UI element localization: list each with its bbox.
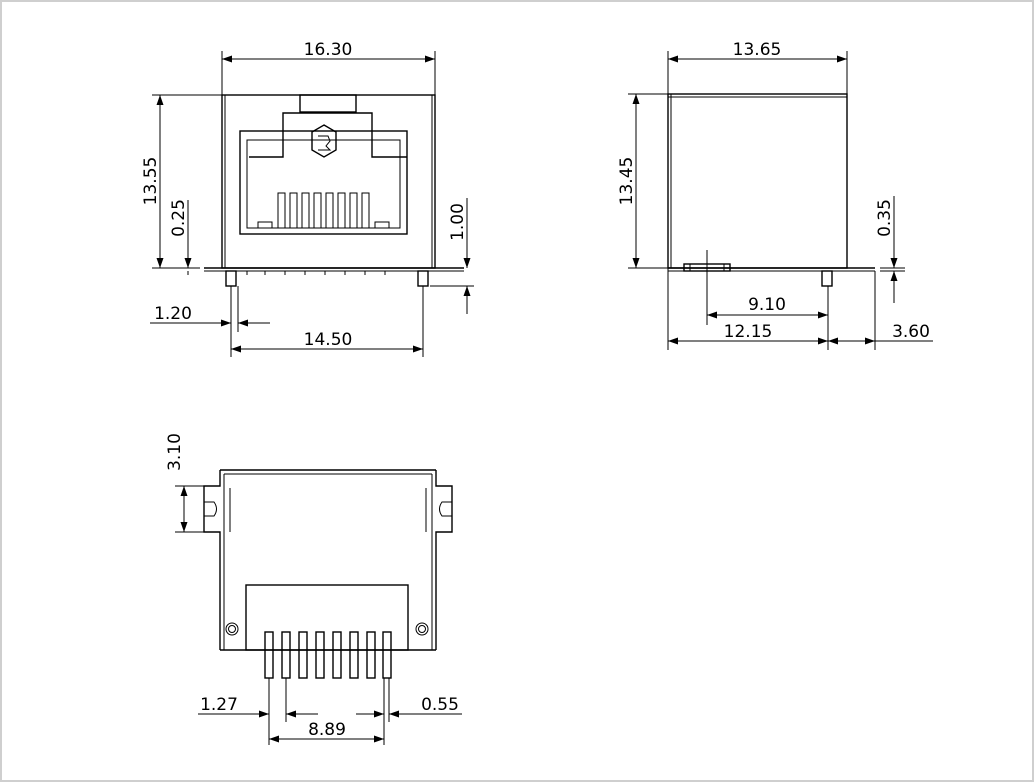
dim-front-tab: 1.00 [448,203,468,241]
front-contacts [277,192,370,229]
dim-bottom-pin-span: 8.89 [308,720,346,740]
dim-side-width: 13.65 [733,40,782,60]
dim-bottom-tab-height: 3.10 [165,433,185,471]
front-view: 16.30 13.55 0.25 1.00 1.20 14.50 [141,40,474,357]
dim-front-pin-span: 14.50 [304,330,353,350]
dim-side-body-to-post: 12.15 [724,322,773,342]
dim-front-standoff: 0.25 [169,199,189,237]
side-view: 13.65 13.45 0.35 9.10 12.15 3.60 [617,40,933,350]
dim-front-height: 13.55 [141,157,161,206]
dim-side-pin-to-post: 9.10 [748,295,786,315]
dim-bottom-pin-width: 0.55 [421,695,459,715]
dim-side-height: 13.45 [617,157,637,206]
bottom-pins [264,631,392,679]
dim-side-post-to-end: 3.60 [892,322,930,342]
dim-front-pin-offset: 1.20 [154,304,192,324]
dim-bottom-pin-pitch: 1.27 [200,695,238,715]
dim-side-standoff: 0.35 [875,199,895,237]
dim-front-width: 16.30 [304,40,353,60]
bottom-view: 3.10 1.27 0.55 8.89 [165,433,462,745]
